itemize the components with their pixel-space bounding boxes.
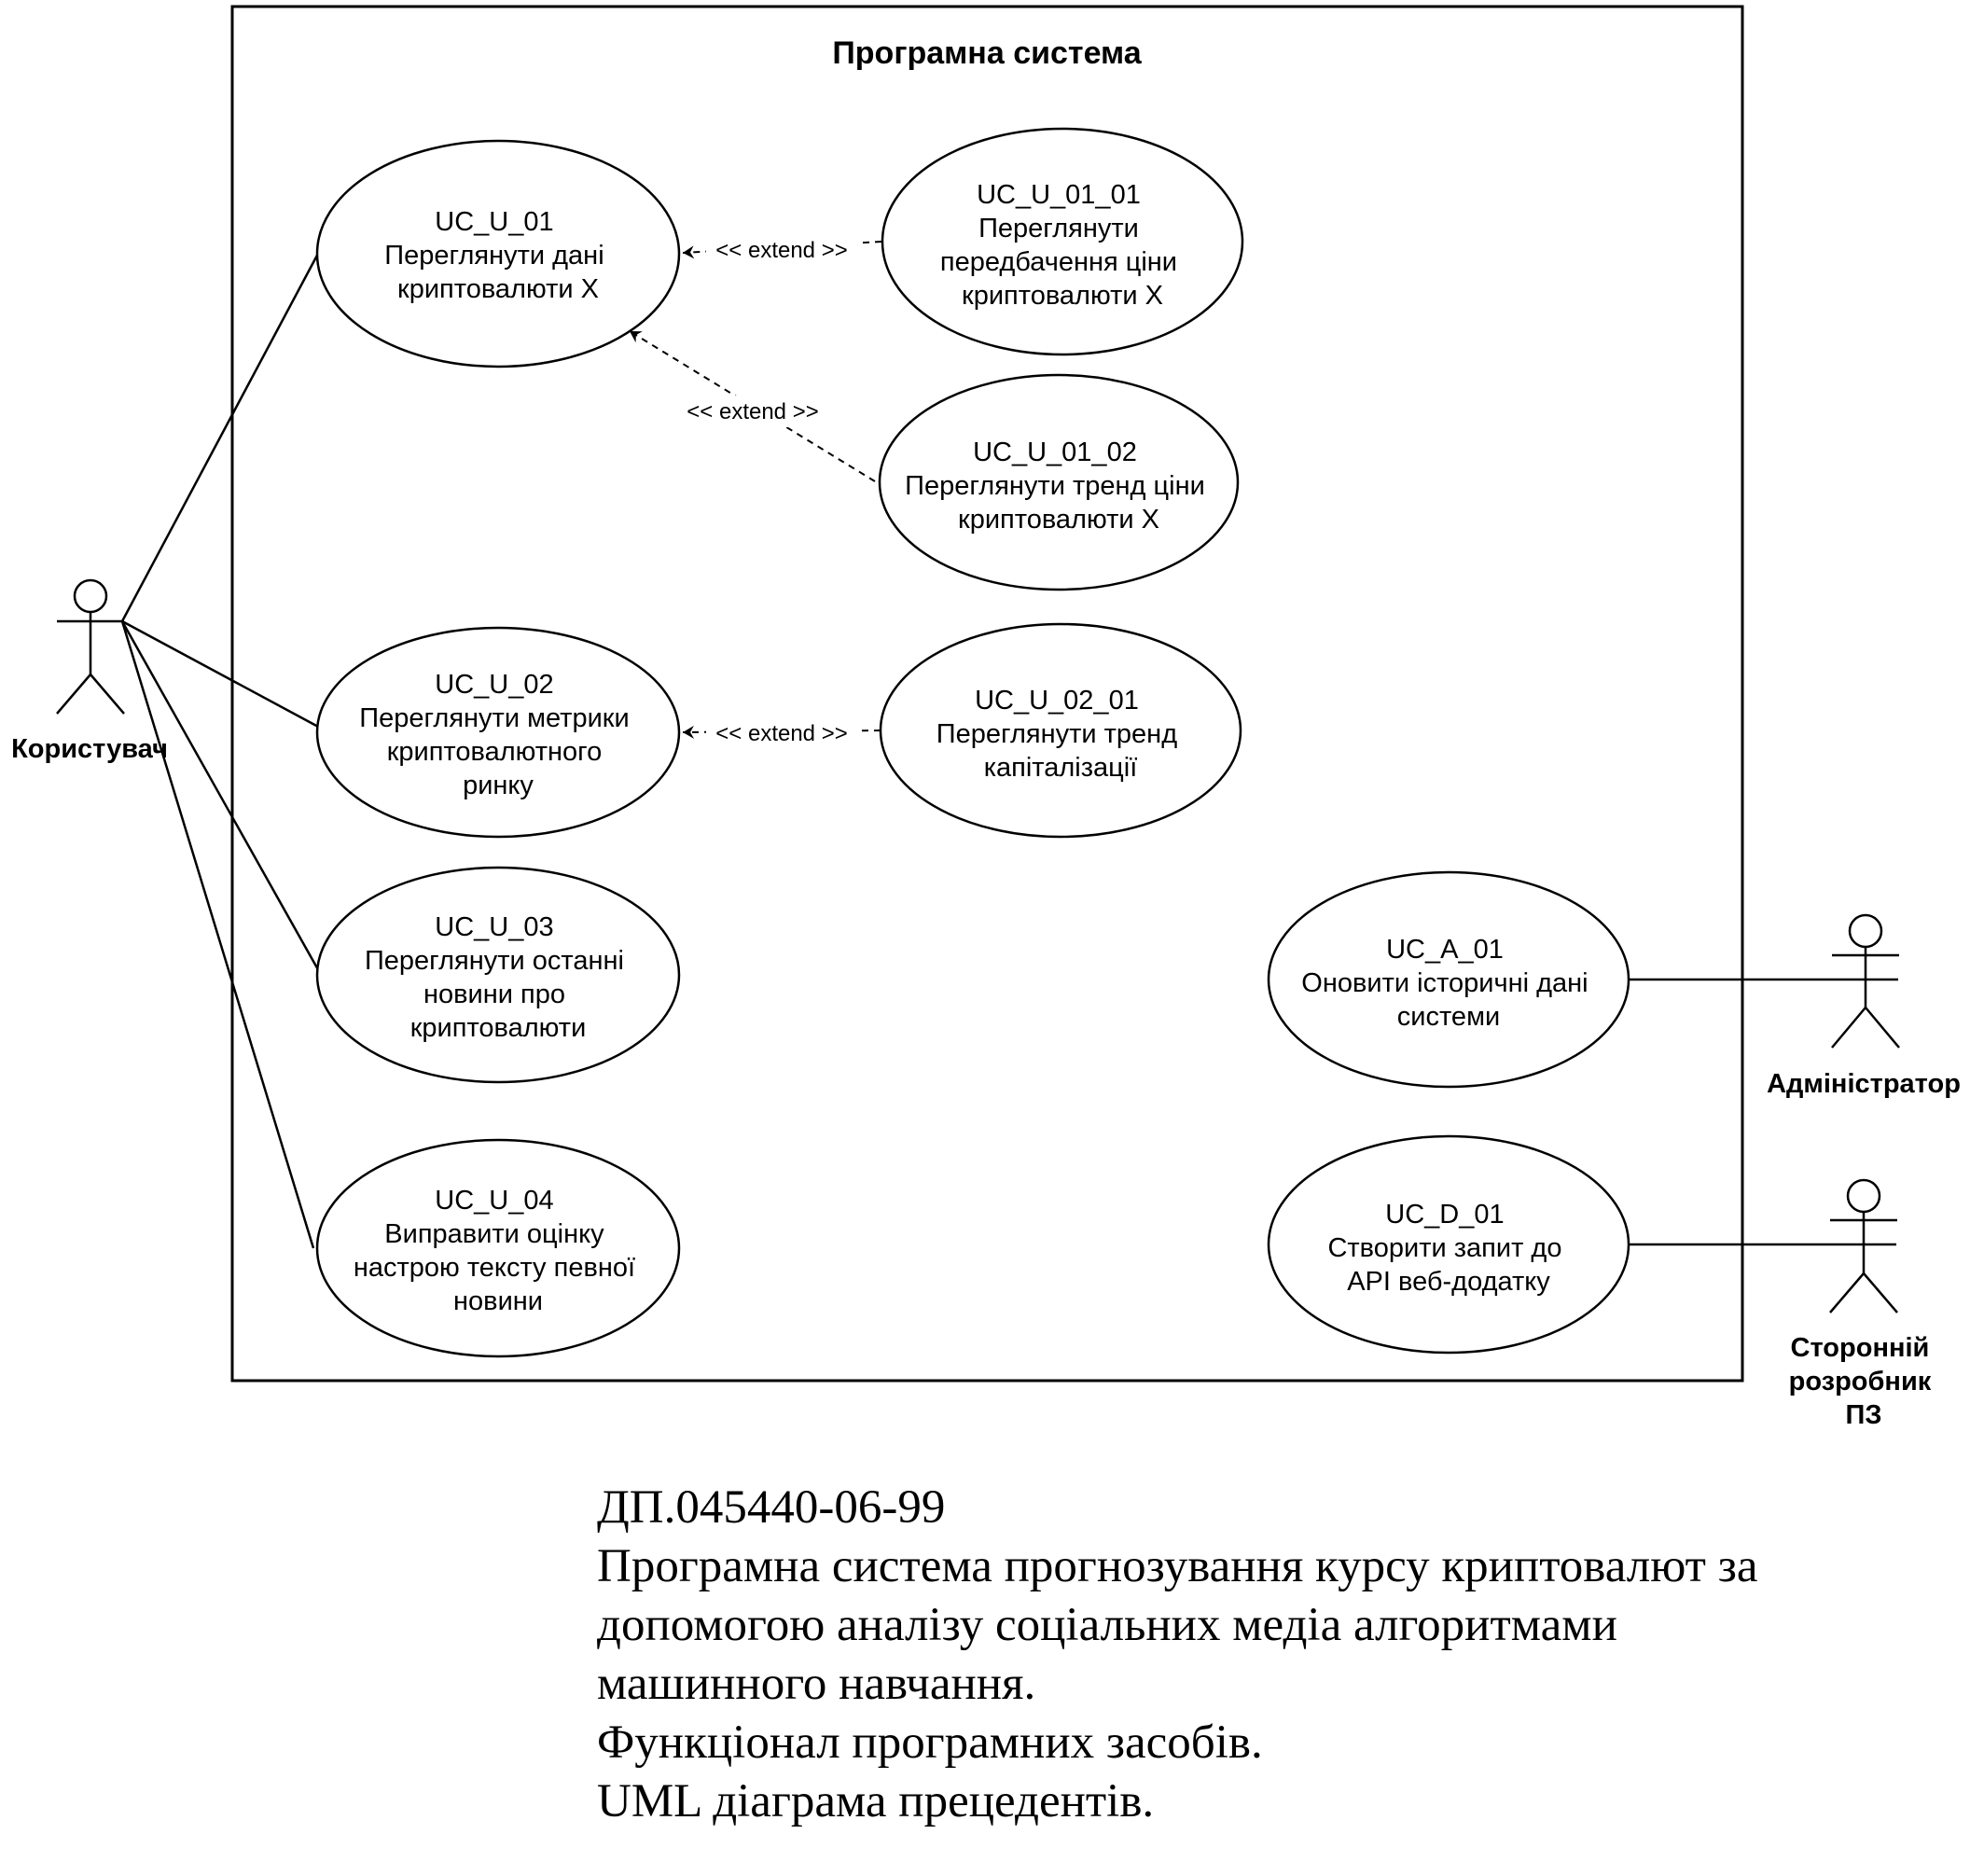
uc-u-03-line3: криптовалюти	[410, 1013, 587, 1043]
use-case-uc-u-04[interactable]: UC_U_04 Виправити оцінку настрою тексту …	[315, 1138, 681, 1358]
uc-u-03-line2: новини про	[423, 980, 565, 1009]
assoc-user-uc-u-01	[120, 249, 322, 622]
uc-d-01-id: UC_D_01	[1385, 1200, 1504, 1230]
use-case-uc-a-01[interactable]: UC_A_01 Оновити історичні дані системи	[1267, 870, 1630, 1089]
svg-text:UC_U_04 Виправити оцінку: UC_U_04 Виправити оцінку настрою тексту …	[354, 1186, 643, 1316]
svg-text:UC_U_02_01 Переглянути т: UC_U_02_01 Переглянути тренд капіталізац…	[936, 686, 1185, 783]
document-caption: ДП.045440-06-99 Програмна система прогно…	[597, 1479, 1903, 1831]
uc-u-01-line1: Переглянути дані	[384, 241, 603, 271]
uc-u-01-02-line1: Переглянути тренд ціни	[905, 471, 1205, 501]
uc-u-01-line2: криптовалюти Х	[397, 274, 599, 304]
use-case-uc-u-02-01[interactable]: UC_U_02_01 Переглянути тренд капіталізац…	[879, 622, 1242, 839]
uc-u-03-line1: Переглянути останні	[365, 946, 624, 976]
uc-u-04-id: UC_U_04	[435, 1186, 553, 1216]
system-boundary	[230, 5, 1744, 1383]
actor-developer-figure[interactable]	[1829, 1178, 1898, 1313]
uc-u-01-02-id: UC_U_01_02	[973, 438, 1137, 467]
assoc-user-uc-u-03	[120, 620, 322, 974]
caption-line-2: допомогою аналізу соціальних медіа алгор…	[597, 1599, 1617, 1651]
uc-u-02-01-line2: капіталізації	[984, 753, 1138, 783]
actor-developer-label-line3: ПЗ	[1845, 1400, 1881, 1430]
uc-u-04-line2: настрою тексту певної	[354, 1253, 635, 1283]
use-case-uc-u-01-01[interactable]: UC_U_01_01 Переглянути передбачення ціни…	[881, 127, 1244, 356]
actor-user-figure[interactable]	[56, 578, 125, 715]
use-case-uc-u-03[interactable]: UC_U_03 Переглянути останні новини про к…	[315, 866, 681, 1084]
uc-u-04-line3: новини	[453, 1286, 543, 1316]
actor-developer-label-line1: Сторонній	[1791, 1333, 1930, 1363]
uc-u-01-id: UC_U_01	[435, 207, 553, 237]
uc-u-02-line1: Переглянути метрики	[359, 703, 629, 733]
svg-text:Сторонній розробник ПЗ: Сторонній розробник ПЗ	[1789, 1333, 1939, 1430]
uc-u-01-01-line1: Переглянути	[978, 214, 1139, 243]
extend-label-3: << extend >>	[715, 721, 847, 746]
uc-u-02-01-line1: Переглянути тренд	[936, 719, 1177, 749]
uc-u-01-01-line3: криптовалюти Х	[962, 281, 1163, 311]
uc-u-02-01-id: UC_U_02_01	[975, 686, 1139, 716]
svg-text:UC_D_01 Створити запит д: UC_D_01 Створити запит до API веб-додатк…	[1327, 1200, 1569, 1297]
svg-text:UC_U_01_01 Переглянути: UC_U_01_01 Переглянути передбачення ціни…	[940, 180, 1185, 311]
uc-u-01-01-id: UC_U_01_01	[977, 180, 1141, 210]
use-case-uc-u-01-02[interactable]: UC_U_01_02 Переглянути тренд ціни крипто…	[878, 373, 1240, 591]
caption-code: ДП.045440-06-99	[597, 1481, 946, 1534]
use-case-uc-u-01[interactable]: UC_U_01 Переглянути дані криптовалюти Х	[315, 139, 681, 368]
system-title: Програмна система	[832, 35, 1142, 71]
uc-d-01-line2: API веб-додатку	[1347, 1267, 1550, 1297]
extend-label-2: << extend >>	[687, 399, 818, 424]
extend-relations	[629, 241, 882, 739]
uc-d-01-line1: Створити запит до	[1327, 1233, 1561, 1263]
caption-line-3: машинного навчання.	[597, 1658, 1036, 1710]
assoc-user-uc-u-04	[120, 620, 315, 1249]
actor-admin-figure[interactable]	[1831, 913, 1900, 1049]
use-case-uc-d-01[interactable]: UC_D_01 Створити запит до API веб-додатк…	[1267, 1134, 1630, 1355]
uc-a-01-line2: системи	[1397, 1002, 1500, 1032]
uc-u-02-line2: криптовалютного	[387, 737, 603, 767]
svg-text:UC_U_01 Переглянути дані: UC_U_01 Переглянути дані криптовалюти Х	[384, 207, 611, 304]
assoc-user-uc-u-02	[121, 619, 321, 730]
actor-developer-label-line2: розробник	[1789, 1367, 1932, 1397]
svg-text:UC_U_01_02 Переглянути т: UC_U_01_02 Переглянути тренд ціни крипто…	[905, 438, 1213, 535]
uc-u-04-line1: Виправити оцінку	[384, 1219, 604, 1249]
uc-u-02-line3: ринку	[463, 771, 534, 800]
caption-line-4: Функціонал програмних засобів.	[597, 1716, 1263, 1769]
uc-u-02-id: UC_U_02	[435, 670, 553, 700]
user-associations	[120, 249, 322, 1249]
caption-line-1: Програмна система прогнозування курсу кр…	[597, 1540, 1758, 1592]
extend-label-1: << extend >>	[715, 238, 847, 263]
use-case-uc-u-02[interactable]: UC_U_02 Переглянути метрики криптовалютн…	[315, 626, 681, 839]
svg-text:UC_U_02 Переглянути метр: UC_U_02 Переглянути метрики криптовалютн…	[359, 670, 637, 800]
caption-line-5: UML діаграма прецедентів.	[597, 1775, 1155, 1827]
uc-a-01-id: UC_A_01	[1386, 935, 1504, 965]
actor-admin-label: Адміністратор	[1767, 1069, 1961, 1099]
uc-a-01-line1: Оновити історичні дані	[1301, 968, 1588, 998]
uc-u-03-id: UC_U_03	[435, 912, 553, 942]
svg-text:UC_U_03 Переглянути оста: UC_U_03 Переглянути останні новини про к…	[365, 912, 631, 1043]
uc-u-01-01-line2: передбачення ціни	[940, 247, 1177, 277]
uc-u-01-02-line2: криптовалюти Х	[958, 505, 1159, 535]
actor-user-label: Користувач	[11, 734, 168, 764]
svg-text:UC_A_01 Оновити історичн: UC_A_01 Оновити історичні дані системи	[1301, 935, 1595, 1032]
